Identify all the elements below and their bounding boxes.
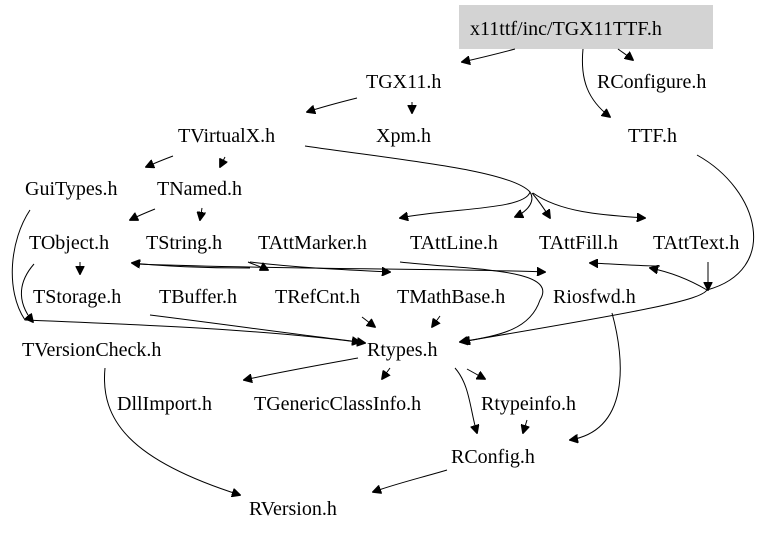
node-TAttMarker[interactable]: TAttMarker.h xyxy=(258,232,367,254)
edge-TString-TRefCnt xyxy=(247,261,268,270)
node-root[interactable]: x11ttf/inc/TGX11TTF.h xyxy=(470,18,662,40)
edge-TObject-Riosfwd xyxy=(135,263,545,272)
node-TBuffer[interactable]: TBuffer.h xyxy=(159,286,237,308)
node-TVirtualX[interactable]: TVirtualX.h xyxy=(178,125,275,147)
node-DllImport[interactable]: DllImport.h xyxy=(117,393,212,415)
edge-TVersionCheck-RVersion xyxy=(103,367,240,495)
edge-TString-TMathBase xyxy=(249,261,390,272)
node-Rtypes[interactable]: Rtypes.h xyxy=(367,339,438,361)
node-TTF[interactable]: TTF.h xyxy=(628,125,677,147)
node-TString[interactable]: TString.h xyxy=(146,232,222,254)
node-GuiTypes[interactable]: GuiTypes.h xyxy=(25,178,117,200)
edge-root-TGX11 xyxy=(462,48,516,62)
node-TAttFill[interactable]: TAttFill.h xyxy=(539,232,618,254)
edge-Rtypeinfo-RConfig xyxy=(523,419,527,433)
node-TAttText[interactable]: TAttText.h xyxy=(653,232,739,254)
edge-TNamed-TString xyxy=(200,207,202,220)
node-TStorage[interactable]: TStorage.h xyxy=(33,286,121,308)
edge-TVirtualX-GuiTypes xyxy=(146,155,174,167)
edge-TGX11-TVirtualX xyxy=(307,97,358,112)
node-TVersionCheck[interactable]: TVersionCheck.h xyxy=(22,339,161,361)
edges-layer xyxy=(11,48,755,495)
node-TGX11[interactable]: TGX11.h xyxy=(366,71,441,93)
node-Rtypeinfo[interactable]: Rtypeinfo.h xyxy=(481,393,576,415)
edge-TVirtualX-TAttLine xyxy=(515,191,533,217)
node-TAttLine[interactable]: TAttLine.h xyxy=(410,232,498,254)
node-Xpm[interactable]: Xpm.h xyxy=(376,125,431,147)
edge-TObject-TVersionCheck xyxy=(20,263,35,322)
edge-TBuffer-Rtypes xyxy=(149,314,360,342)
nodes-layer: x11ttf/inc/TGX11TTF.h TGX11.h RConfigure… xyxy=(22,18,739,520)
node-RConfig[interactable]: RConfig.h xyxy=(451,446,535,468)
edge-root-RConfigure xyxy=(617,48,633,60)
edge-TVirtualX-TAttMarker xyxy=(304,145,531,218)
root-node-box xyxy=(459,5,713,49)
node-TMathBase[interactable]: TMathBase.h xyxy=(397,286,505,308)
edge-RConfig-RVersion xyxy=(373,469,448,492)
node-TRefCnt[interactable]: TRefCnt.h xyxy=(275,286,360,308)
edge-TNamed-TObject xyxy=(130,208,156,220)
edge-TAttText-TAttFill xyxy=(590,263,661,266)
node-RVersion[interactable]: RVersion.h xyxy=(249,498,337,520)
edge-TTF-Rtypes xyxy=(460,289,708,342)
edge-Riosfwd-RConfig xyxy=(570,312,621,440)
edge-TRefCnt-Rtypes xyxy=(361,316,375,327)
node-TGenericClassInfo[interactable]: TGenericClassInfo.h xyxy=(254,393,421,415)
edge-root-TTF xyxy=(581,48,610,117)
node-TNamed[interactable]: TNamed.h xyxy=(157,178,242,200)
edge-TVirtualX-TNamed xyxy=(220,156,225,167)
edge-Rtypes-Rtypeinfo xyxy=(466,368,485,379)
edge-TVirtualX-TAttFill xyxy=(531,192,550,218)
edge-GuiTypes-Rtypes xyxy=(11,209,365,343)
edge-Rtypes-TGenericClassInfo xyxy=(382,367,391,379)
node-TObject[interactable]: TObject.h xyxy=(29,232,109,254)
edge-TAttLine-Rtypes xyxy=(399,261,544,342)
edge-Rtypes-RConfig xyxy=(454,367,477,433)
edge-TTF-TAttText xyxy=(650,154,755,291)
node-Riosfwd[interactable]: Riosfwd.h xyxy=(553,286,636,308)
edge-TMathBase-Rtypes xyxy=(432,315,441,327)
edge-TString-TObject xyxy=(132,263,251,269)
node-RConfigure[interactable]: RConfigure.h xyxy=(597,71,706,93)
edge-Rtypes-DllImport xyxy=(244,357,359,380)
edge-TVirtualX-TAttText xyxy=(532,192,645,218)
